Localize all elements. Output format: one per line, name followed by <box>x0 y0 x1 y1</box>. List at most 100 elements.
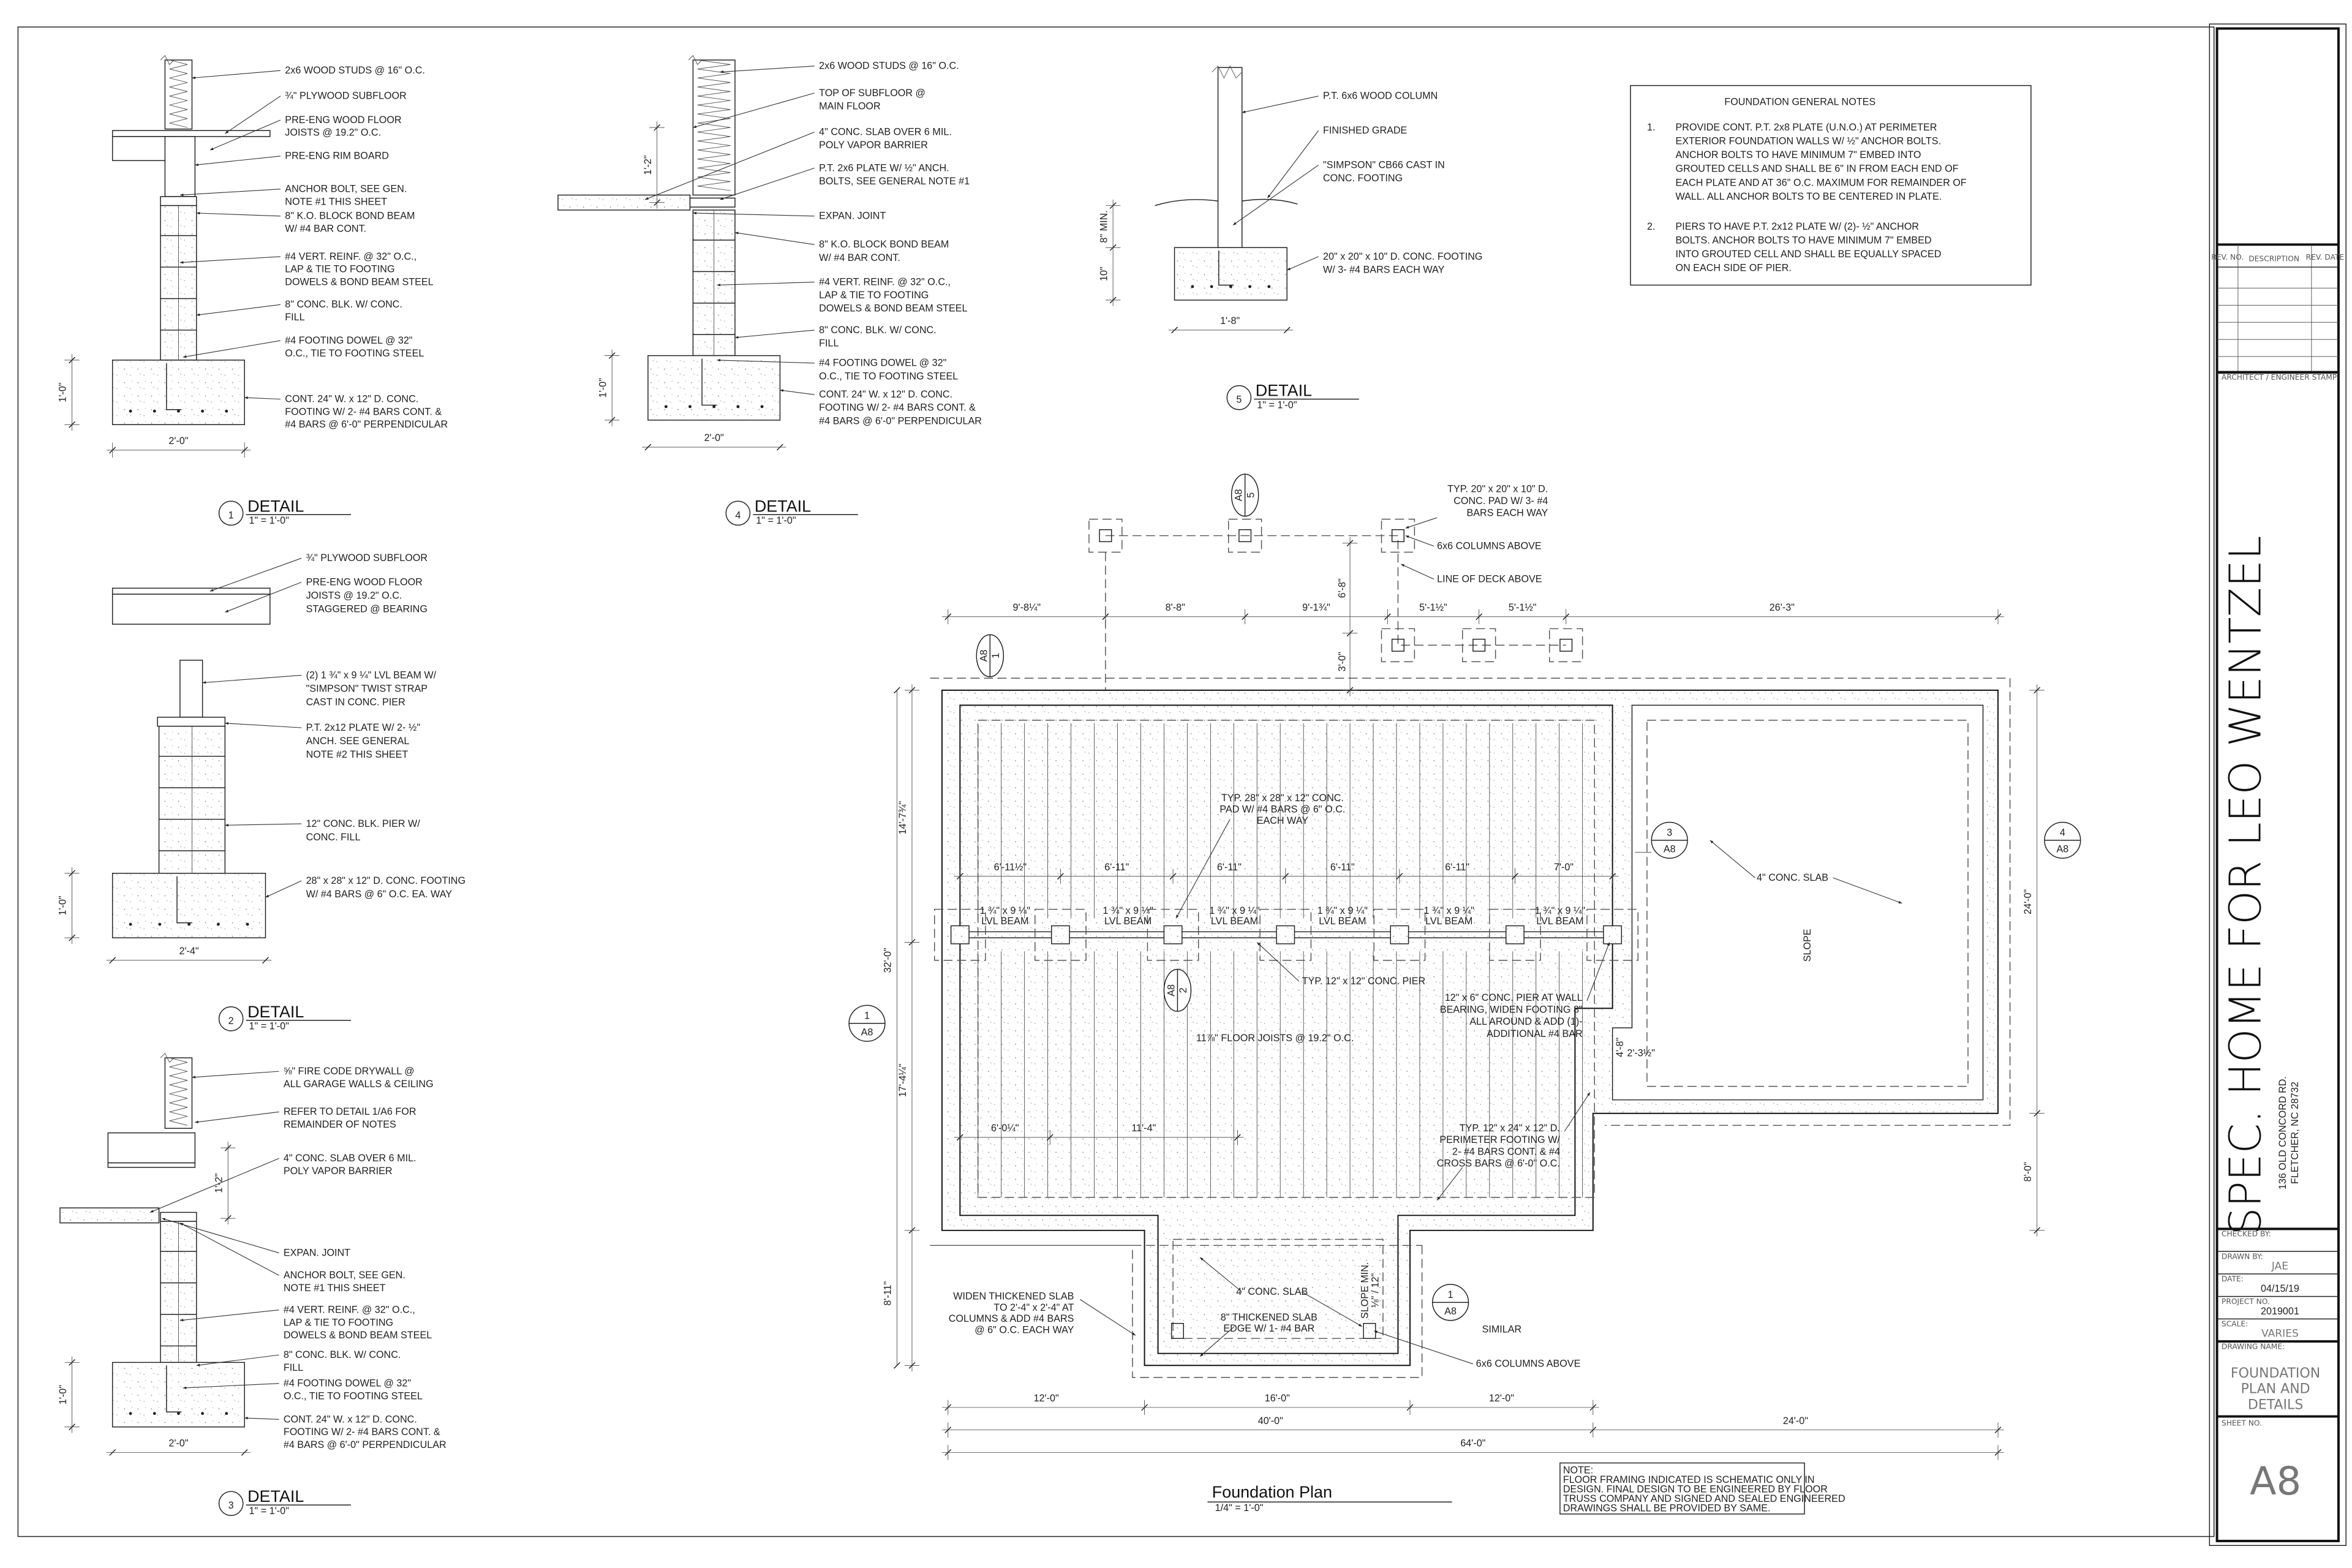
lvl-beam-label: LVL BEAM <box>1536 916 1583 927</box>
dimension-tick <box>777 443 783 451</box>
plan-note: CROSS BARS @ 6'-0" O.C. <box>1437 1158 1560 1169</box>
plan-note: 12" x 6" CONC. PIER AT WALL <box>1445 992 1583 1003</box>
detail-note: DOWELS & BOND BEAM STEEL <box>819 303 967 314</box>
column-6x6 <box>1391 529 1404 543</box>
concrete-footing <box>111 873 266 938</box>
lvl-beam-size: 1 ¾" x 9 ¼" <box>980 905 1031 916</box>
dimension-text: 17'-4¼" <box>897 1063 908 1097</box>
detail-note: #4 VERT. REINF. @ 32" O.C., <box>819 276 951 287</box>
callout-number: 1 <box>864 1010 870 1021</box>
notes-title: FOUNDATION GENERAL NOTES <box>1724 96 1875 107</box>
dimension-tick <box>109 1449 116 1456</box>
detail-note: BOLTS, SEE GENERAL NOTE #1 <box>819 176 970 187</box>
dimension-tick <box>1283 326 1291 334</box>
leader-line <box>1374 1330 1474 1365</box>
floor-joists <box>978 723 1583 1197</box>
slope-label: SLOPE MIN. <box>1359 1262 1370 1319</box>
dimension-text: 16'-0" <box>1265 1393 1290 1404</box>
detail-note: #4 BARS @ 6'-0" PERPENDICULAR <box>285 419 448 430</box>
dimension-tick <box>262 957 269 964</box>
detail-note: O.C., TIE TO FOOTING STEEL <box>819 371 958 382</box>
interior-slab <box>557 194 691 211</box>
dimension-text: 10" <box>1098 266 1109 281</box>
dimension-text: 9'-1¾" <box>1302 602 1330 613</box>
callout-sheet: A8 <box>1166 984 1177 997</box>
concrete-pier <box>1603 925 1623 944</box>
rebar-dot <box>712 405 716 409</box>
stud-wall <box>692 59 736 196</box>
callout-number: 1 <box>990 653 1001 658</box>
framing-note-line: DESIGN. FINAL DESIGN TO BE ENGINEERED BY… <box>1563 1484 1828 1495</box>
detail-note: "SIMPSON" TWIST STRAP <box>306 683 428 694</box>
pier-pad <box>1489 908 1541 961</box>
detail-note: 20" x 20" x 10" D. CONC. FOOTING <box>1323 251 1482 262</box>
callout-sheet: A8 <box>978 650 989 662</box>
dimension-text: 40'-0" <box>1258 1415 1283 1427</box>
detail-note: NOTE #1 THIS SHEET <box>285 196 387 207</box>
detail-label: DETAIL <box>247 1003 304 1021</box>
leader-line <box>1405 517 1438 529</box>
detail-number: 5 <box>1236 394 1242 405</box>
deck-pad <box>1381 518 1415 553</box>
dimension-text: 6'-11" <box>1445 862 1469 873</box>
concrete-pier <box>1276 925 1295 944</box>
concrete-footing <box>647 355 781 421</box>
detail-note: W/ 3- #4 BARS EACH WAY <box>1323 264 1445 275</box>
lvl-beam-size: 1 ¾" x 9 ¼" <box>1102 905 1153 916</box>
plan-note: PAD W/ #4 BARS @ 6" O.C. <box>1219 804 1345 815</box>
detail-note: P.T. 6x6 WOOD COLUMN <box>1323 91 1438 102</box>
dimension-text: 2'-0" <box>168 1438 188 1449</box>
dimension-text: 6'-11" <box>1217 862 1242 873</box>
framing-note-line: FLOOR FRAMING INDICATED IS SCHEMATIC ONL… <box>1563 1474 1815 1485</box>
concrete-pier <box>1163 925 1183 944</box>
subfloor <box>111 587 271 595</box>
plan-note: SIMILAR <box>1482 1324 1522 1335</box>
plan-note: CONC. PAD W/ 3- #4 <box>1453 496 1548 507</box>
dimension-text: 6'-11" <box>1104 862 1129 873</box>
callout-number: 5 <box>1245 492 1256 498</box>
detail-note: 4" CONC. SLAB OVER 6 MIL. <box>284 1153 417 1164</box>
leader-line <box>693 92 815 128</box>
detail-note: REFER TO DETAIL 1/A6 FOR <box>284 1106 417 1117</box>
note-line: WALL. ALL ANCHOR BOLTS TO BE CENTERED IN… <box>1676 191 1942 202</box>
callout-sheet: A8 <box>2056 843 2068 854</box>
plan-labels: TYP. 20" x 20" x 10" D.CONC. PAD W/ 3- #… <box>949 484 1902 1370</box>
detail-note: FINISHED GRADE <box>1323 125 1408 136</box>
detail-number: 1 <box>228 510 234 521</box>
plan-note: @ 6" O.C. EACH WAY <box>974 1325 1074 1336</box>
rebar-dot <box>664 405 668 409</box>
dimension-text: 4'-8" <box>1615 1038 1626 1057</box>
detail-note: STAGGERED @ BEARING <box>306 604 428 615</box>
rebar-dot <box>129 1412 132 1415</box>
leader-line <box>265 880 302 898</box>
lvl-beam-size: 1 ¾" x 9 ¼" <box>1424 905 1475 916</box>
detail-note: JOISTS @ 19.2" O.C. <box>285 127 381 138</box>
concrete-footing <box>111 1362 245 1428</box>
plan-note: 4" CONC. SLAB <box>1236 1286 1308 1297</box>
plan-note: TYP. 12" x 24" x 12" D. <box>1460 1123 1560 1134</box>
note-line: ON EACH SIDE OF PIER. <box>1676 262 1792 273</box>
dimension-text: 1'-0" <box>597 378 608 398</box>
scale-value: VARIES <box>2261 1328 2299 1340</box>
detail-note: 12" CONC. BLK. PIER W/ <box>306 818 421 829</box>
concrete-pier <box>1390 925 1409 944</box>
dimension-tick <box>644 443 652 451</box>
dimension-text: 1'-0" <box>58 1385 69 1404</box>
detail-note: #4 VERT. REINF. @ 32" O.C., <box>284 1305 415 1316</box>
detail-note: FOOTING W/ 2- #4 BARS CONT. & <box>284 1427 440 1438</box>
plan-title-text: Foundation Plan <box>1212 1483 1332 1501</box>
detail-note: W/ #4 BARS @ 6" O.C. EA. WAY <box>306 889 453 900</box>
porch-column <box>1170 1322 1184 1339</box>
lvl-beam-label: LVL BEAM <box>1104 916 1152 927</box>
leader-line <box>1267 130 1319 198</box>
leader-line <box>1436 1167 1463 1201</box>
concrete-pier <box>1051 925 1070 944</box>
rebar-dot <box>760 405 764 409</box>
plan-note: ALL AROUND & ADD (1)- <box>1469 1016 1582 1027</box>
detail-label: DETAIL <box>1256 382 1312 400</box>
